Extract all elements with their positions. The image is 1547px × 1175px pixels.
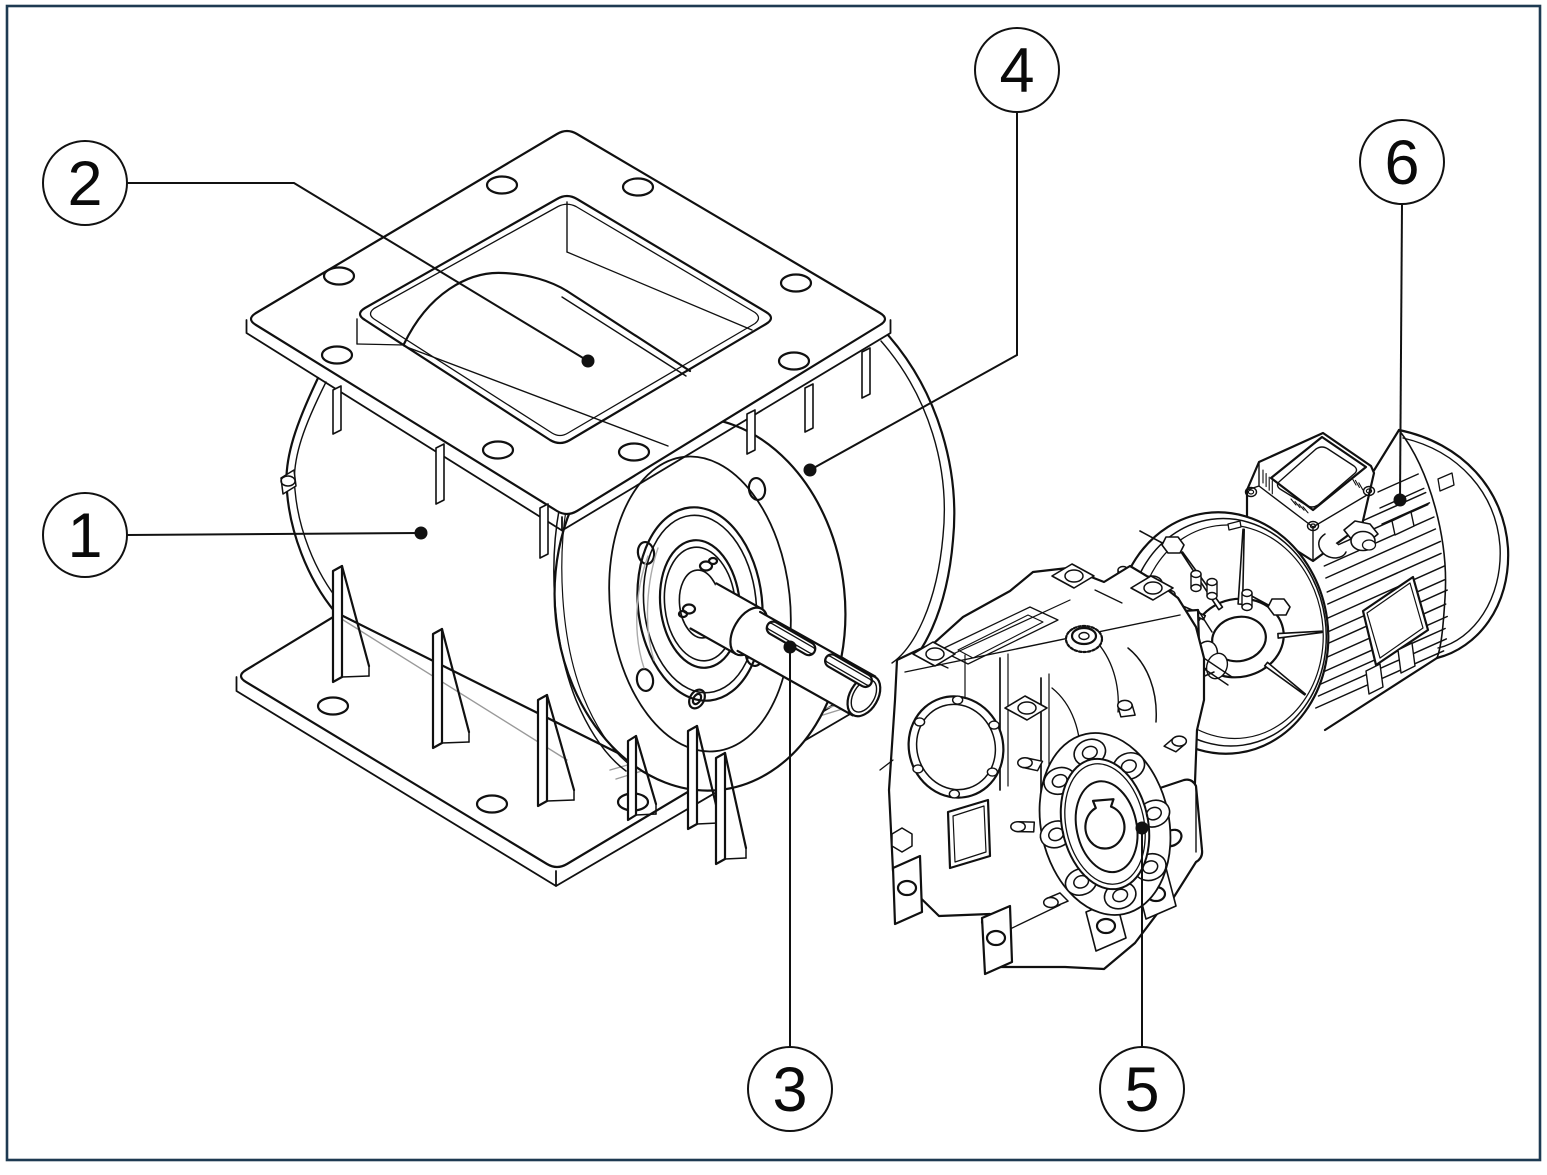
svg-text:1: 1 [67,501,102,571]
svg-text:6: 6 [1384,128,1419,198]
svg-text:4: 4 [999,36,1034,106]
svg-text:2: 2 [67,149,102,219]
svg-text:5: 5 [1124,1055,1159,1125]
svg-text:3: 3 [772,1055,807,1125]
